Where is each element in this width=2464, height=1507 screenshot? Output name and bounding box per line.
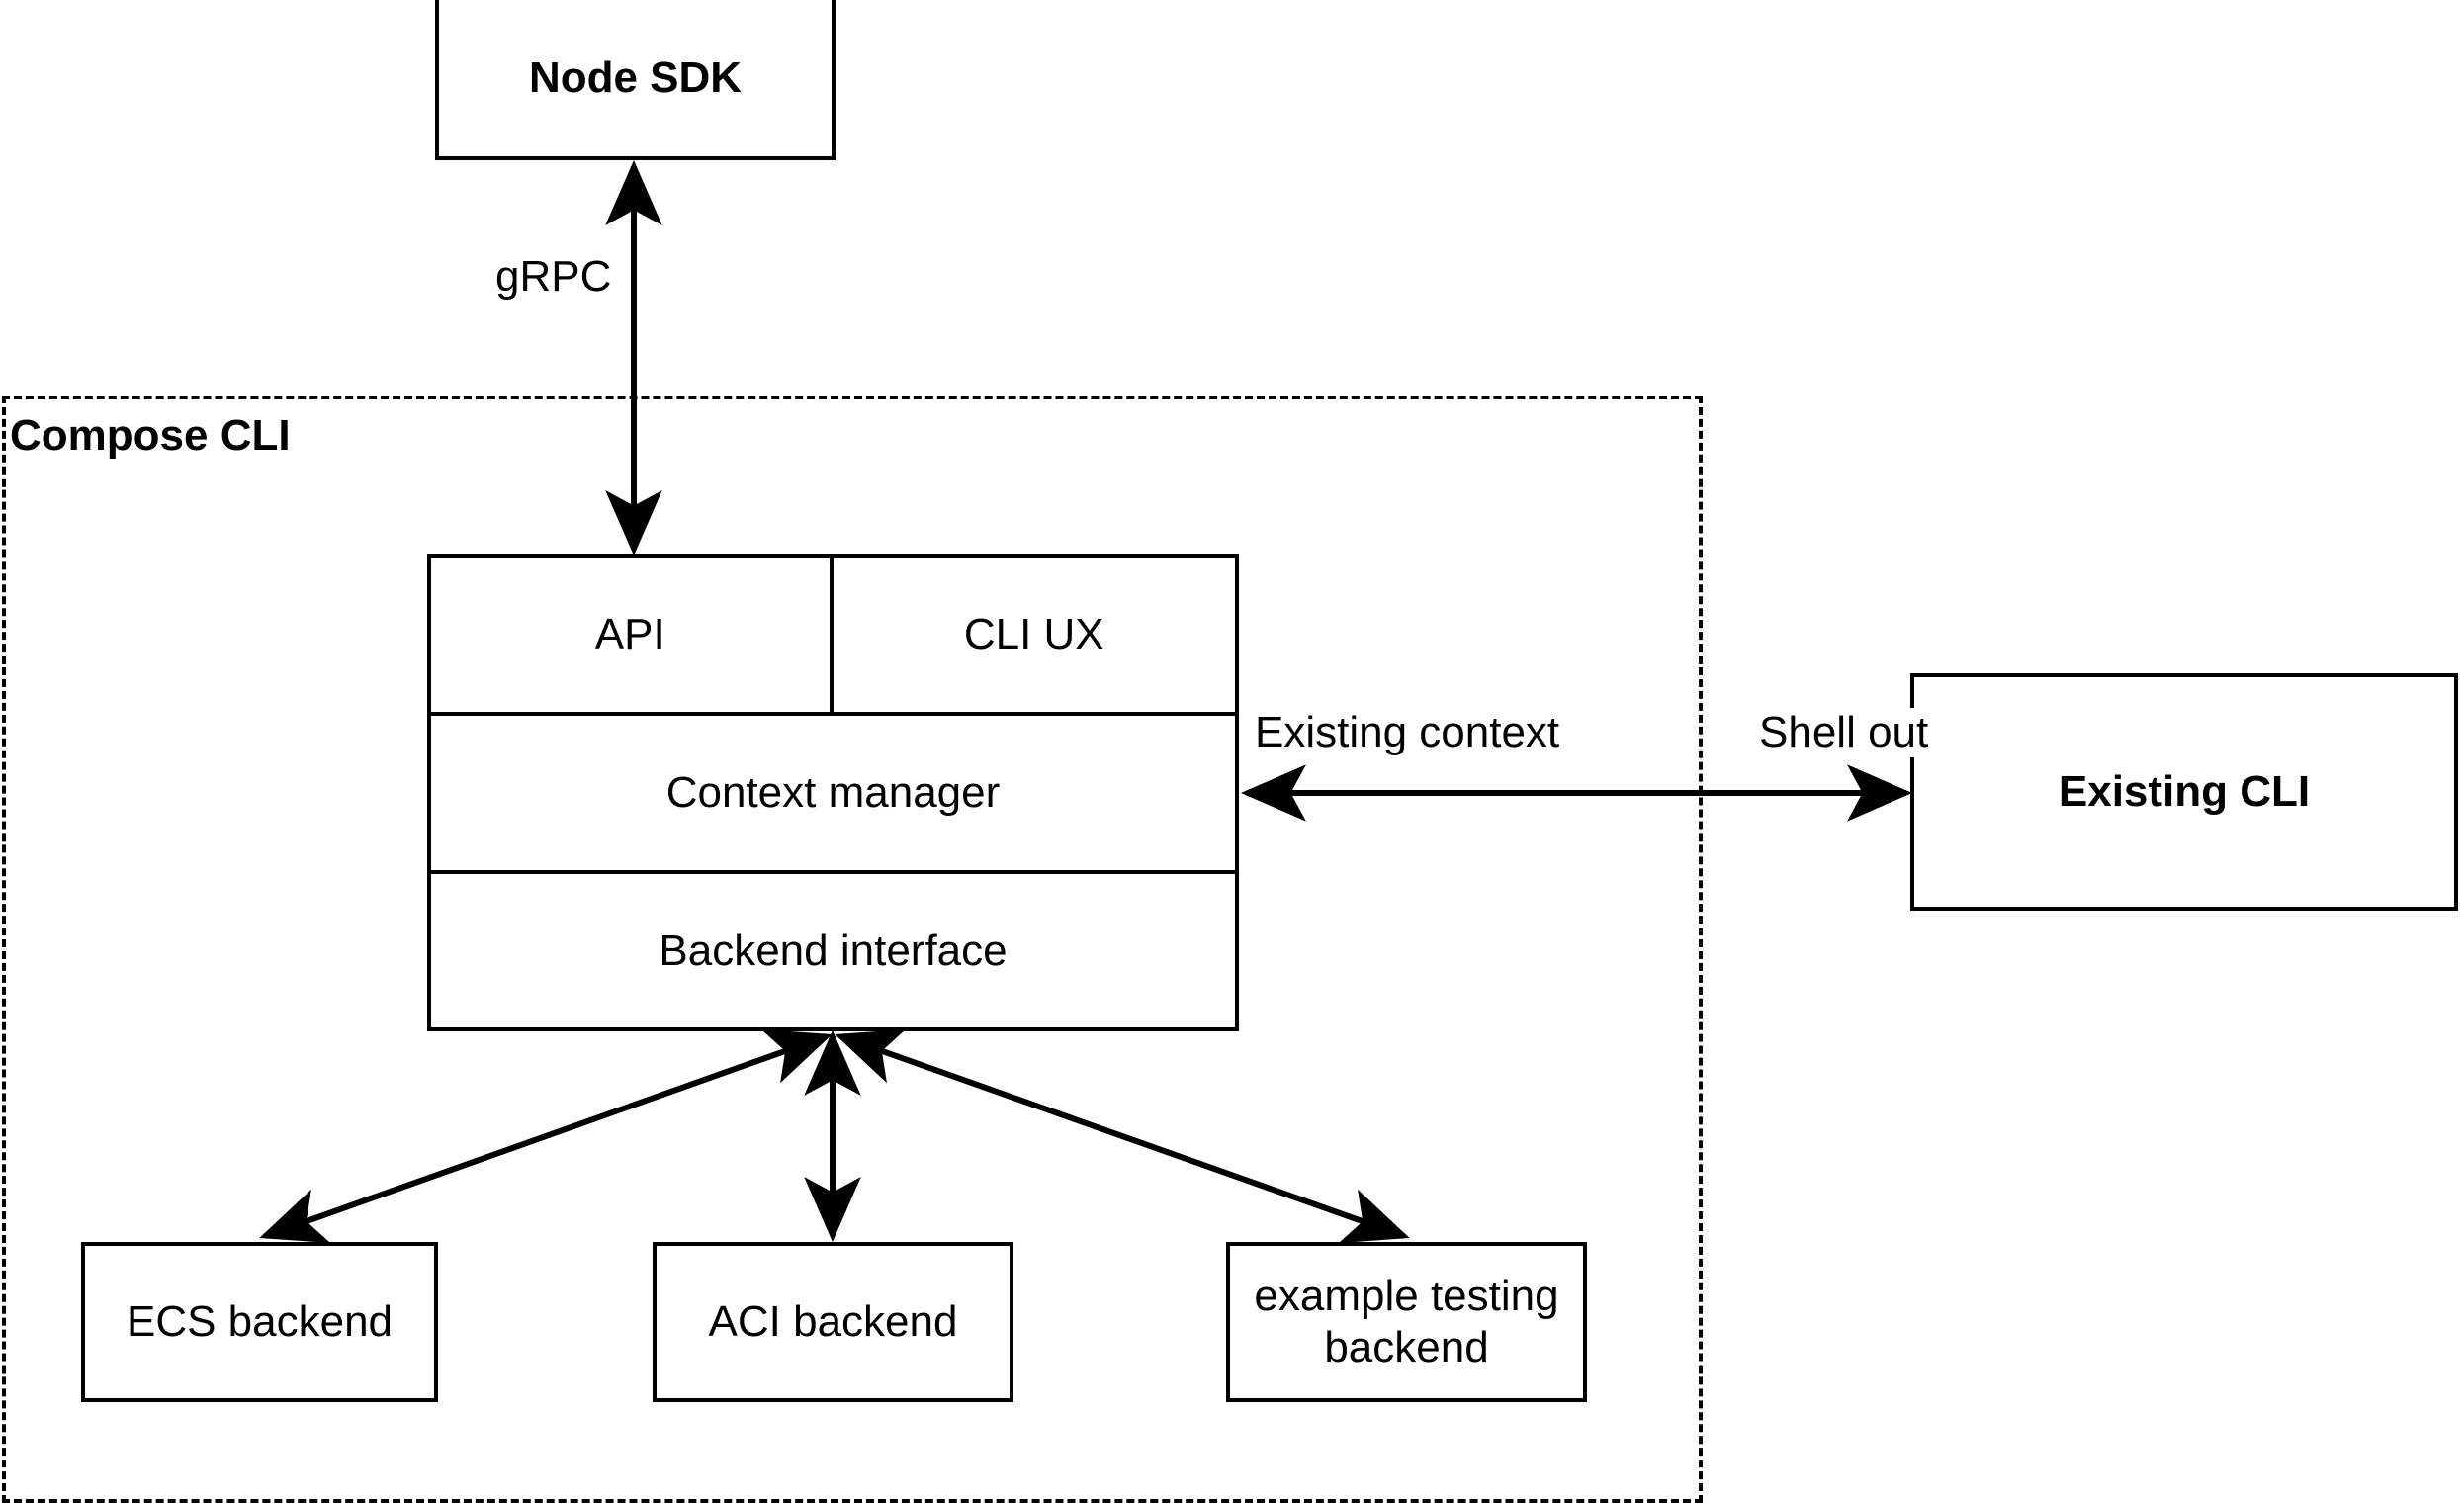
ecs-backend-label: ECS backend (126, 1297, 394, 1347)
stack-row-context-manager: Context manager (431, 716, 1235, 874)
example-testing-backend-label-line1: example testing (1254, 1272, 1559, 1321)
stack-cell-api[interactable]: API (431, 558, 834, 712)
api-label: API (594, 610, 665, 659)
ecs-backend-box[interactable]: ECS backend (81, 1242, 438, 1402)
stack-row-backend-interface: Backend interface (431, 874, 1235, 1027)
cli-ux-label: CLI UX (963, 610, 1104, 659)
example-testing-backend-label-line2: backend (1324, 1323, 1489, 1372)
stack-cell-context-manager[interactable]: Context manager (431, 716, 1235, 870)
existing-cli-label: Existing CLI (2058, 767, 2311, 817)
backend-interface-label: Backend interface (659, 926, 1008, 975)
edge-label-shell-out: Shell out (1755, 708, 1933, 757)
node-sdk-label: Node SDK (528, 53, 743, 103)
edge-label-existing-context: Existing context (1251, 708, 1564, 757)
stack-row-api-cliux: API CLI UX (431, 558, 1235, 716)
node-sdk-box[interactable]: Node SDK (435, 0, 836, 160)
compose-cli-group (2, 396, 1703, 1503)
compose-cli-stack: API CLI UX Context manager Backend inter… (427, 554, 1239, 1031)
edge-label-grpc: gRPC (491, 252, 616, 302)
compose-cli-group-label: Compose CLI (10, 411, 291, 460)
stack-cell-backend-interface[interactable]: Backend interface (431, 874, 1235, 1027)
aci-backend-box[interactable]: ACI backend (653, 1242, 1013, 1402)
aci-backend-label: ACI backend (708, 1297, 958, 1347)
example-testing-backend-box[interactable]: example testing backend (1226, 1242, 1587, 1402)
existing-cli-box[interactable]: Existing CLI (1910, 673, 2458, 911)
stack-cell-cli-ux[interactable]: CLI UX (833, 558, 1235, 712)
context-manager-label: Context manager (665, 768, 1001, 817)
